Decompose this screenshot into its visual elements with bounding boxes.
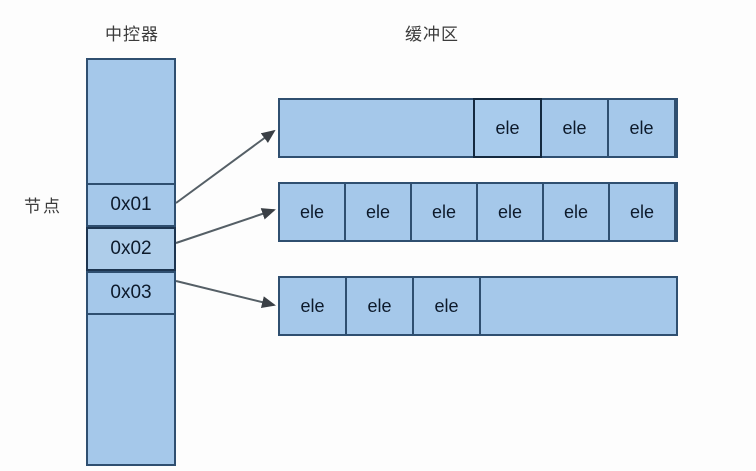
- controller-title: 中控器: [105, 25, 159, 45]
- buffer-cell[interactable]: ele: [476, 184, 544, 240]
- buffer-cell[interactable]: ele: [607, 100, 676, 156]
- buffer-cell[interactable]: ele: [608, 184, 676, 240]
- buffer-cell[interactable]: ele: [540, 100, 609, 156]
- buffer-cell[interactable]: ele: [278, 184, 346, 240]
- arrow-0x01-to-row-0: [175, 129, 276, 204]
- buffer-cell[interactable]: ele: [344, 184, 412, 240]
- buffer-cell[interactable]: ele: [410, 184, 478, 240]
- node-label: 节点: [24, 197, 62, 217]
- arrow-0x02-to-row-1: [175, 208, 276, 244]
- address-cell-0[interactable]: 0x01: [86, 183, 176, 227]
- buffer-cell[interactable]: ele: [345, 278, 414, 334]
- buffer-cell[interactable]: ele: [278, 278, 347, 334]
- buffer-cell[interactable]: ele: [542, 184, 610, 240]
- buffer-cell[interactable]: ele: [412, 278, 481, 334]
- address-cell-1[interactable]: 0x02: [86, 227, 176, 271]
- buffer-empty-space: [280, 100, 475, 156]
- buffer-cell[interactable]: ele: [473, 98, 542, 158]
- arrow-0x03-to-row-2: [175, 280, 276, 308]
- address-cell-2[interactable]: 0x03: [86, 271, 176, 315]
- buffer-title: 缓冲区: [405, 25, 459, 45]
- buffer-empty-space: [481, 278, 676, 334]
